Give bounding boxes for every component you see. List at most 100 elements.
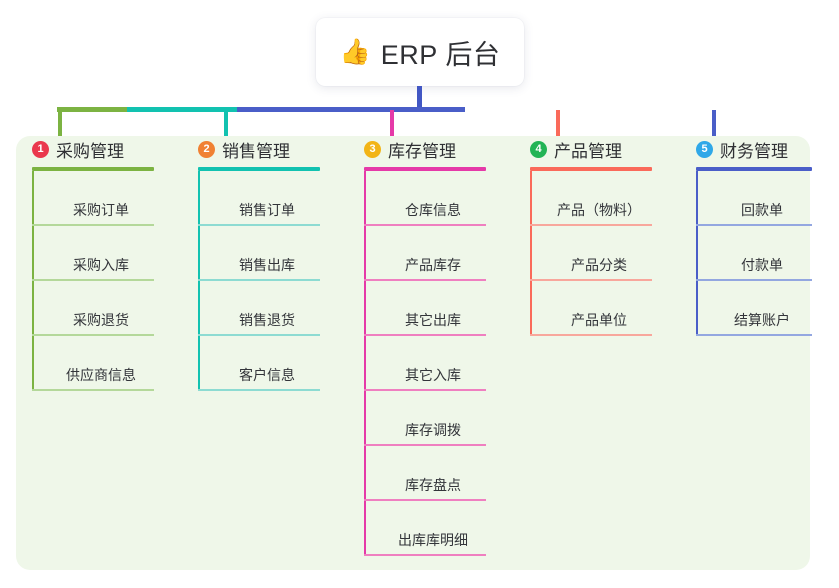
branch-header-1[interactable]: 1 采购管理	[24, 136, 154, 162]
leaf-item[interactable]: 付款单	[696, 226, 812, 281]
leaf-item-underline	[198, 389, 320, 391]
root-node-title: ERP 后台	[380, 39, 501, 70]
branch-badge-1: 1	[32, 140, 49, 158]
leaf-item-underline	[32, 279, 154, 281]
branch-title-3: 库存管理	[388, 141, 456, 161]
branch-column-2: 2 销售管理销售订单销售出库销售退货客户信息	[190, 136, 320, 391]
branch-title-2: 销售管理	[222, 141, 290, 161]
branch-badge-2: 2	[198, 140, 215, 158]
branch-drop-2	[224, 110, 228, 140]
branch-items-3: 仓库信息产品库存其它出库其它入库库存调拨库存盘点出库库明细	[364, 171, 486, 556]
leaf-item-label: 其它出库	[405, 312, 461, 328]
branch-header-5[interactable]: 5 财务管理	[688, 136, 812, 162]
leaf-item[interactable]: 产品单位	[530, 281, 652, 336]
leaf-item[interactable]: 产品分类	[530, 226, 652, 281]
leaf-item[interactable]: 销售出库	[198, 226, 320, 281]
branch-badge-4: 4	[530, 140, 547, 158]
leaf-item-label: 销售订单	[239, 202, 295, 218]
branch-spine-1	[32, 171, 34, 391]
leaf-item[interactable]: 产品库存	[364, 226, 486, 281]
leaf-item-label: 结算账户	[734, 312, 790, 328]
leaf-item[interactable]: 回款单	[696, 171, 812, 226]
root-node-card[interactable]: 👍 ERP 后台	[316, 18, 524, 86]
leaf-item-label: 库存盘点	[405, 477, 461, 493]
leaf-item[interactable]: 采购订单	[32, 171, 154, 226]
leaf-item-underline	[32, 334, 154, 336]
branch-header-4[interactable]: 4 产品管理	[522, 136, 652, 162]
leaf-item[interactable]: 采购退货	[32, 281, 154, 336]
leaf-item-label: 采购退货	[73, 312, 129, 328]
leaf-item-label: 供应商信息	[66, 367, 136, 383]
leaf-item[interactable]: 其它入库	[364, 336, 486, 391]
leaf-item[interactable]: 仓库信息	[364, 171, 486, 226]
leaf-item[interactable]: 其它出库	[364, 281, 486, 336]
branch-underline-2	[198, 167, 320, 171]
leaf-item-underline	[364, 554, 486, 556]
leaf-item[interactable]: 库存盘点	[364, 446, 486, 501]
leaf-item-label: 采购订单	[73, 202, 129, 218]
leaf-item-underline	[32, 389, 154, 391]
leaf-item[interactable]: 客户信息	[198, 336, 320, 391]
leaf-item[interactable]: 销售退货	[198, 281, 320, 336]
branch-spine-2	[198, 171, 200, 391]
leaf-item[interactable]: 销售订单	[198, 171, 320, 226]
thumbs-up-icon: 👍	[339, 37, 371, 66]
branch-title-1: 采购管理	[56, 141, 124, 161]
leaf-item-underline	[364, 224, 486, 226]
branch-badge-3: 3	[364, 140, 381, 158]
leaf-item[interactable]: 结算账户	[696, 281, 812, 336]
diagram-panel: 1 采购管理采购订单采购入库采购退货供应商信息 2 销售管理销售订单销售出库销售退货客…	[16, 136, 812, 570]
branch-badge-5: 5	[696, 140, 713, 158]
leaf-item-underline	[696, 279, 812, 281]
branch-items-2: 销售订单销售出库销售退货客户信息	[198, 171, 320, 391]
leaf-item-label: 销售出库	[239, 257, 295, 273]
branch-drop-4	[556, 110, 560, 140]
branch-items-1: 采购订单采购入库采购退货供应商信息	[32, 171, 154, 391]
root-trunk-connector	[417, 86, 422, 110]
leaf-item-label: 销售退货	[239, 312, 295, 328]
leaf-item-underline	[364, 389, 486, 391]
branch-drop-3	[390, 110, 394, 140]
branch-column-5: 5 财务管理回款单付款单结算账户	[688, 136, 812, 336]
leaf-item[interactable]: 产品（物料）	[530, 171, 652, 226]
branch-underline-3	[364, 167, 486, 171]
branch-spine-4	[530, 171, 532, 336]
branch-underline-1	[32, 167, 154, 171]
leaf-item-underline	[530, 334, 652, 336]
leaf-item[interactable]: 供应商信息	[32, 336, 154, 391]
branch-items-4: 产品（物料） 产品分类产品单位	[530, 171, 652, 336]
branch-column-1: 1 采购管理采购订单采购入库采购退货供应商信息	[24, 136, 154, 391]
branch-title-5: 财务管理	[720, 141, 788, 161]
bus-segment-green	[57, 107, 127, 112]
leaf-item-underline	[364, 444, 486, 446]
bus-segment-blue	[237, 107, 465, 112]
leaf-item[interactable]: 库存调拨	[364, 391, 486, 446]
leaf-item-label: 客户信息	[239, 367, 295, 383]
leaf-item[interactable]: 出库库明细	[364, 501, 486, 556]
branch-underline-5	[696, 167, 812, 171]
branch-spine-5	[696, 171, 698, 336]
branch-title-4: 产品管理	[554, 141, 622, 161]
branch-header-3[interactable]: 3 库存管理	[356, 136, 486, 162]
leaf-item-label: 产品库存	[405, 257, 461, 273]
leaf-item-label: 产品分类	[571, 257, 627, 273]
branch-header-2[interactable]: 2 销售管理	[190, 136, 320, 162]
leaf-item-underline	[198, 224, 320, 226]
leaf-item[interactable]: 采购入库	[32, 226, 154, 281]
leaf-item-underline	[696, 224, 812, 226]
branch-underline-4	[530, 167, 652, 171]
branch-spine-3	[364, 171, 366, 556]
leaf-item-underline	[530, 224, 652, 226]
bus-segment-teal	[127, 107, 237, 112]
branch-items-5: 回款单付款单结算账户	[696, 171, 812, 336]
leaf-item-underline	[364, 499, 486, 501]
branch-column-3: 3 库存管理仓库信息产品库存其它出库其它入库库存调拨库存盘点出库库明细	[356, 136, 486, 556]
leaf-item-label: 回款单	[741, 202, 783, 218]
leaf-item-label: 仓库信息	[405, 202, 461, 218]
branch-column-4: 4 产品管理产品（物料） 产品分类产品单位	[522, 136, 652, 336]
leaf-item-underline	[364, 334, 486, 336]
leaf-item-label: 产品单位	[571, 312, 627, 328]
branch-drop-5	[712, 110, 716, 140]
leaf-item-underline	[198, 334, 320, 336]
leaf-item-underline	[198, 279, 320, 281]
